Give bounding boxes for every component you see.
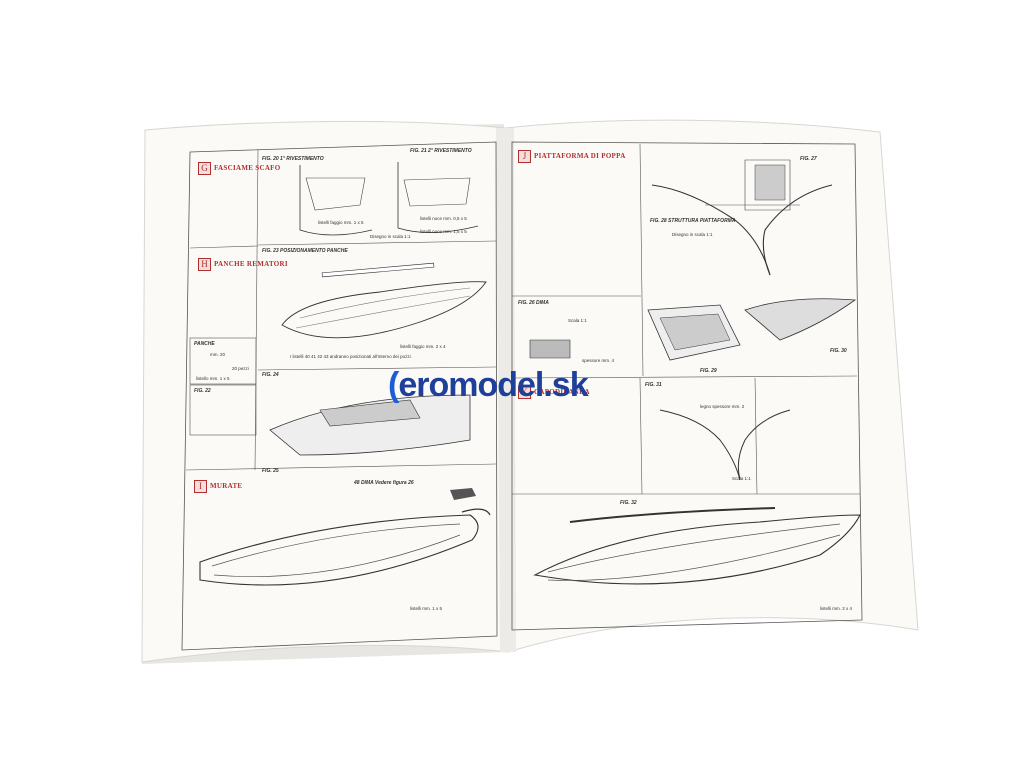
listelli-noce-15-label: listelli noce mm. 1,5 x 5 bbox=[420, 229, 467, 234]
listelli-label: listelli faggio mm. 1 x 5 bbox=[318, 220, 364, 225]
fig-26-label: FIG. 26 DIMA bbox=[518, 300, 549, 306]
section-title-capodibanda: CAPODIBANDA bbox=[534, 388, 590, 396]
listelli-mm-label: listelli mm. 1 x 5 bbox=[410, 606, 443, 611]
fig-32-label: FIG. 32 bbox=[620, 500, 637, 506]
spessore-label: spessore mm. 4 bbox=[582, 358, 615, 363]
section-title-fasciame: FASCIAME SCAFO bbox=[214, 164, 281, 172]
fig-20-label: FIG. 20 1° RIVESTIMENTO bbox=[262, 156, 324, 162]
fig-31-label: FIG. 31 bbox=[645, 382, 662, 388]
disegno-scala-label: Disegno in scala 1:1 bbox=[370, 234, 411, 239]
fig-21-label: FIG. 21 2° RIVESTIMENTO bbox=[410, 148, 472, 154]
fig-28-label: FIG. 28 STRUTTURA PIATTAFORMA bbox=[650, 218, 736, 224]
listelli-right-label: listelli mm. 2 x 4 bbox=[820, 606, 853, 611]
fig-27-label: FIG. 27 bbox=[800, 156, 817, 162]
listelli-noce-05-label: listelli noce mm. 0,5 x 5 bbox=[420, 216, 467, 221]
section-title-murate: MURATE bbox=[210, 482, 243, 490]
fig-23-label: FIG. 23 POSIZIONAMENTO PANCHE bbox=[262, 248, 348, 254]
note-label: I listelli 40 41 42 43 andranno posizion… bbox=[290, 354, 412, 359]
section-letter-k: K bbox=[518, 386, 531, 399]
section-letter-i: I bbox=[194, 480, 207, 493]
section-letter-h: H bbox=[198, 258, 211, 271]
watermark-logo: (eromodel.sk bbox=[388, 366, 589, 404]
listello-label: listello mm. 1 x 5 bbox=[196, 376, 230, 381]
scala-label: Scala 1:1 bbox=[568, 318, 587, 323]
fig-25-label: FIG. 25 bbox=[262, 468, 279, 474]
panche-label: PANCHE bbox=[194, 341, 215, 347]
mm20-label: mm. 20 bbox=[210, 352, 226, 357]
legno-spessore-label: legno spessore mm. 2 bbox=[700, 404, 745, 409]
fig-22-label: FIG. 22 bbox=[194, 388, 211, 394]
section-title-panche: PANCHE REMATORI bbox=[214, 260, 288, 268]
fig-24-label: FIG. 24 bbox=[262, 372, 279, 378]
pezzi-label: 20 pezzi bbox=[232, 366, 249, 371]
scala2-label: Scala 1:1 bbox=[732, 476, 751, 481]
dima-label: 48 DIMA Vedere figura 26 bbox=[354, 480, 414, 486]
fig-29-label: FIG. 29 bbox=[700, 368, 717, 374]
section-letter-j: J bbox=[518, 150, 531, 163]
section-letter-g: G bbox=[198, 162, 211, 175]
listelli-2x4-label: listelli faggio mm. 2 x 4 bbox=[400, 344, 446, 349]
section-title-piattaforma: PIATTAFORMA DI POPPA bbox=[534, 152, 626, 160]
disegno-right-label: Disegno in scala 1:1 bbox=[672, 232, 713, 237]
fig-30-label: FIG. 30 bbox=[830, 348, 847, 354]
